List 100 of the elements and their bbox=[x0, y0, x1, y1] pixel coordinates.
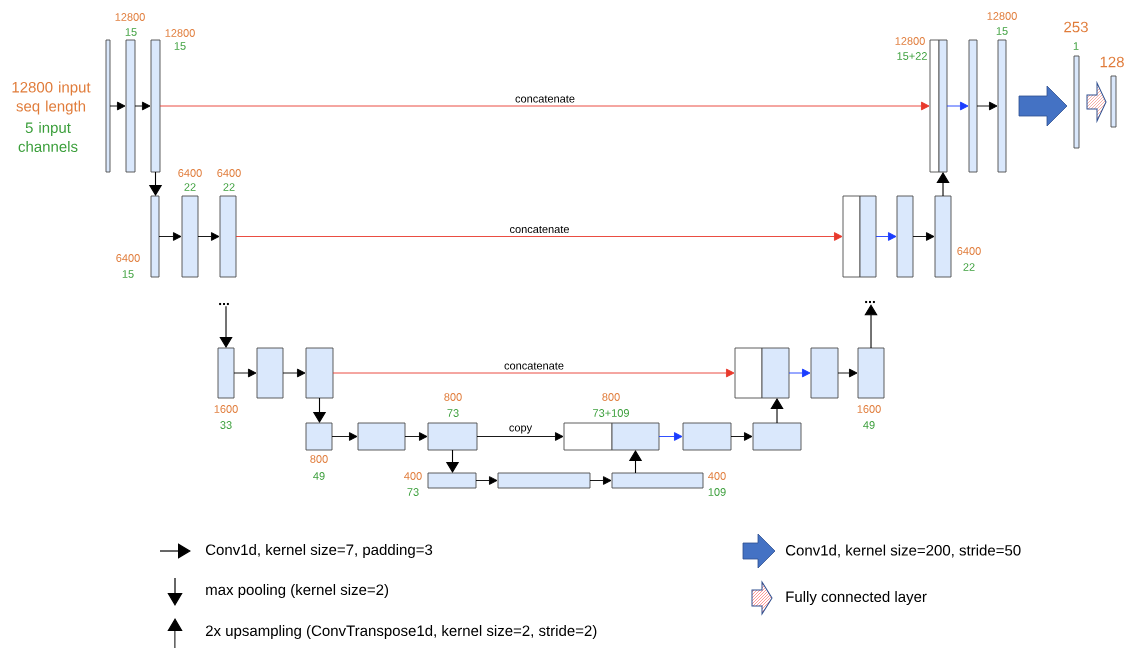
arrow bbox=[730, 432, 753, 441]
layer-box bbox=[934, 195, 952, 278]
layer-box bbox=[427, 422, 478, 451]
legend-text: Fully connected layer bbox=[786, 591, 927, 605]
edge-label: concatenate bbox=[503, 361, 565, 371]
layer-box bbox=[734, 347, 763, 399]
layer-box bbox=[357, 422, 406, 451]
edge-label: concatenate bbox=[508, 224, 571, 235]
arrow bbox=[235, 232, 843, 241]
layer-box bbox=[968, 39, 978, 173]
legend-text: Conv1d, kernel size=7, padding=3 bbox=[205, 544, 433, 558]
arrow bbox=[331, 432, 358, 441]
layer-box bbox=[997, 39, 1007, 173]
arrow bbox=[109, 101, 126, 111]
layer-box bbox=[563, 422, 613, 451]
size-label: 15 bbox=[122, 270, 134, 278]
layer-box bbox=[810, 347, 839, 399]
arrow bbox=[233, 368, 257, 378]
arrow bbox=[332, 368, 735, 378]
block-arrow bbox=[1018, 85, 1068, 127]
ellipsis-mark: ... bbox=[219, 302, 229, 306]
arrow bbox=[912, 232, 935, 241]
arrow bbox=[837, 368, 858, 378]
layer-box bbox=[427, 472, 477, 489]
arrow bbox=[404, 432, 428, 441]
arrow bbox=[946, 101, 969, 111]
size-label: 49 bbox=[313, 472, 325, 480]
size-label: 109 bbox=[708, 488, 726, 496]
size-label: 49 bbox=[863, 421, 875, 429]
layer-box bbox=[125, 39, 136, 173]
size-label: 5 input channels bbox=[18, 122, 78, 152]
size-label: 12800 input seq length bbox=[12, 81, 91, 115]
layer-box bbox=[938, 39, 948, 173]
legend-text: max pooling (kernel size=2) bbox=[206, 584, 389, 598]
layer-box bbox=[896, 195, 914, 278]
layer-box bbox=[497, 472, 591, 489]
layer-box bbox=[761, 347, 790, 399]
size-label: 400 bbox=[404, 472, 422, 480]
size-label: 1600 bbox=[214, 405, 238, 413]
size-label: 1600 bbox=[857, 405, 881, 413]
arrow bbox=[589, 476, 612, 485]
layer-box bbox=[929, 39, 940, 173]
size-label: 6400 bbox=[178, 169, 202, 177]
layer-box bbox=[305, 347, 334, 399]
size-label: 6400 bbox=[217, 169, 241, 177]
layer-box bbox=[150, 39, 161, 173]
size-label: 800 bbox=[310, 455, 328, 463]
arrow bbox=[134, 101, 151, 111]
arrow bbox=[976, 101, 998, 111]
ellipsis-mark: ... bbox=[865, 300, 875, 304]
size-label: 22 bbox=[184, 183, 196, 191]
arrow bbox=[788, 368, 811, 378]
arrow bbox=[936, 172, 950, 197]
size-label: 15+22 bbox=[897, 52, 927, 60]
block-arrow bbox=[1086, 82, 1107, 122]
arrow bbox=[875, 232, 897, 241]
size-label: 12800 bbox=[115, 13, 145, 21]
size-label: 73 bbox=[447, 409, 459, 417]
layer-box bbox=[611, 422, 660, 451]
edge-label: copy bbox=[507, 424, 534, 435]
size-label: 1 bbox=[1073, 42, 1079, 50]
arrow bbox=[158, 232, 182, 241]
layer-box bbox=[181, 195, 199, 278]
arrow bbox=[658, 432, 683, 441]
size-label: 800 bbox=[602, 393, 620, 401]
size-label: 15 bbox=[174, 42, 186, 50]
layer-box bbox=[105, 39, 111, 173]
layer-box bbox=[150, 195, 160, 278]
legend-text: 2x upsampling (ConvTranspose1d, kernel size=2, stride=2) bbox=[205, 625, 597, 639]
layer-box bbox=[1110, 75, 1117, 128]
layer-box bbox=[305, 422, 333, 451]
size-label: 12800 bbox=[165, 29, 195, 37]
arrow bbox=[197, 232, 220, 241]
size-label: 6400 bbox=[116, 254, 140, 262]
layer-box bbox=[752, 422, 802, 451]
size-label: 22 bbox=[963, 263, 975, 271]
arrow bbox=[282, 368, 306, 378]
size-label: 12800 bbox=[895, 37, 925, 45]
arrow bbox=[864, 304, 878, 349]
arrow bbox=[159, 101, 930, 111]
layer-box bbox=[857, 347, 885, 399]
size-label: 12800 bbox=[987, 12, 1017, 20]
size-label: 15 bbox=[996, 27, 1008, 35]
layer-box bbox=[859, 195, 877, 278]
size-label: 33 bbox=[220, 421, 232, 429]
layer-box bbox=[1073, 55, 1080, 149]
size-label: 6400 bbox=[957, 247, 981, 255]
arrow bbox=[475, 476, 498, 485]
layer-box bbox=[219, 195, 237, 278]
size-label: 15 bbox=[125, 28, 137, 36]
size-label: 400 bbox=[708, 472, 726, 480]
size-label: 128 bbox=[1100, 56, 1124, 68]
legend-text: Conv1d, kernel size=200, stride=50 bbox=[786, 544, 1021, 558]
layer-box bbox=[682, 422, 732, 451]
layer-box bbox=[611, 472, 704, 489]
size-label: 73+109 bbox=[593, 409, 629, 417]
layer-box bbox=[256, 347, 284, 399]
size-label: 73 bbox=[407, 488, 419, 496]
size-label: 253 bbox=[1064, 21, 1088, 33]
size-label: 22 bbox=[223, 183, 235, 191]
